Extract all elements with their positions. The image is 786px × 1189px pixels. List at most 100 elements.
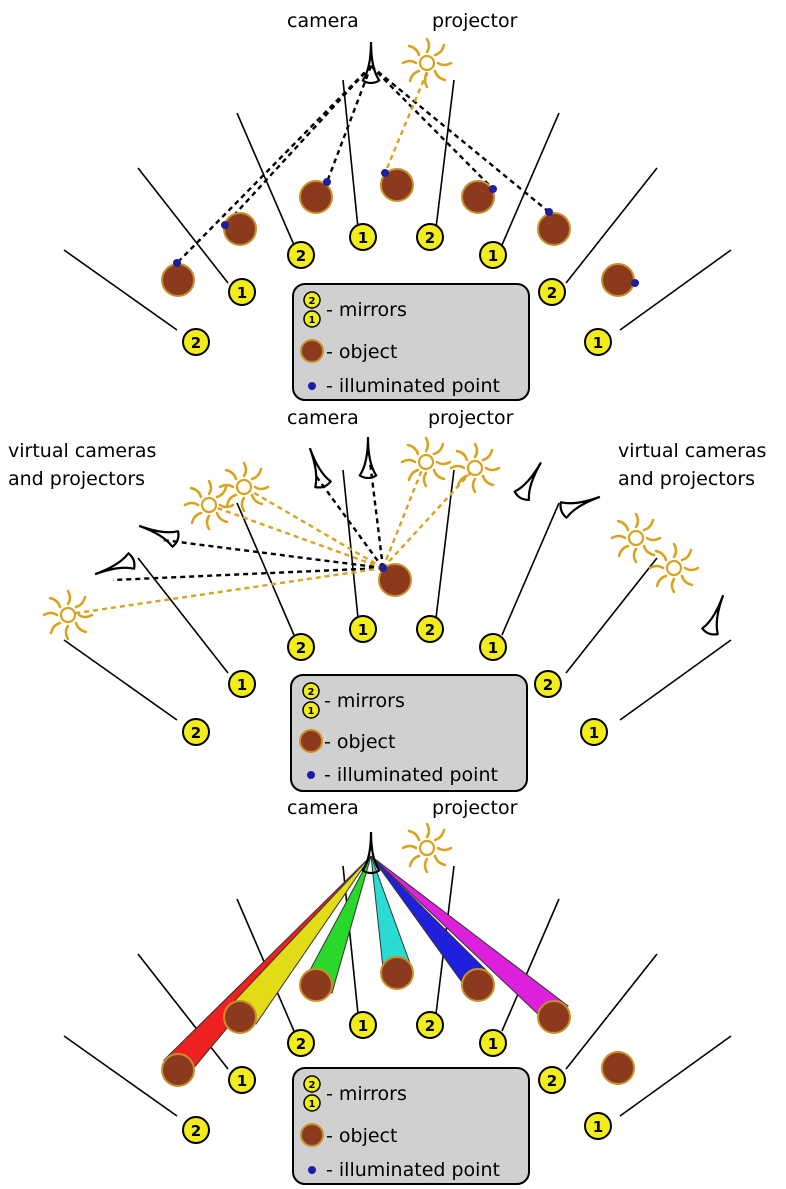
panel-middle: camera projector virtual cameras and pro… <box>8 407 766 792</box>
svg-text:1: 1 <box>358 229 368 247</box>
svg-text:1: 1 <box>358 1017 368 1035</box>
svg-text:2: 2 <box>425 1017 435 1035</box>
mirror-lines <box>63 79 732 331</box>
virtual-right-label-1: virtual cameras <box>618 440 766 462</box>
legend-object-icon <box>299 729 323 753</box>
mirror-number-badge: 1 <box>479 633 507 661</box>
mirror-number-badge: 2 <box>287 633 315 661</box>
svg-text:2: 2 <box>425 229 435 247</box>
mirror-lines <box>63 865 732 1117</box>
ray-cone <box>225 855 372 1025</box>
legend-object: - object <box>326 341 397 363</box>
svg-text:2: 2 <box>547 1072 557 1090</box>
mirror-number-badge: 2 <box>182 1116 210 1144</box>
mirror-badges: 2 1 2 1 2 1 2 1 <box>182 1011 612 1144</box>
legend-object: - object <box>326 1125 397 1147</box>
panel-bottom: camera projector <box>63 797 732 1185</box>
projector-icon <box>400 436 452 488</box>
mirror-number-badge: 1 <box>584 1112 612 1140</box>
mirror-number-badge: 1 <box>479 241 507 269</box>
mirror-number-badge: 1 <box>349 1011 377 1039</box>
mirror-number-badge: 2 <box>416 1011 444 1039</box>
object <box>378 563 412 597</box>
svg-text:2: 2 <box>191 1122 201 1140</box>
svg-text:2: 2 <box>296 639 306 657</box>
legend-mirrors: - mirrors <box>326 1083 407 1105</box>
illuminated-points <box>173 169 639 287</box>
mirror-number-badge: 2 <box>538 278 566 306</box>
legend-point: - illuminated point <box>326 1159 500 1181</box>
projector-icon <box>648 542 700 594</box>
legend-point-icon <box>307 771 315 779</box>
legend-mirrors: - mirrors <box>326 299 407 321</box>
ray-cones <box>163 855 570 1071</box>
virtual-left-label-2: and projectors <box>8 468 145 490</box>
svg-text:2: 2 <box>309 1080 316 1091</box>
legend-box: 2 1 - mirrors - object - illuminated poi… <box>292 1067 530 1185</box>
svg-text:1: 1 <box>237 284 247 302</box>
mirror-number-badge: 2 <box>416 615 444 643</box>
svg-text:2: 2 <box>543 676 553 694</box>
camera-label: camera <box>287 797 359 819</box>
camera-icon <box>300 443 334 491</box>
camera-icon <box>360 830 382 875</box>
dashed-rays <box>176 65 550 264</box>
projector-icon <box>401 37 453 89</box>
svg-text:1: 1 <box>488 1035 498 1053</box>
svg-text:2: 2 <box>547 284 557 302</box>
mirror-badges: 2 1 2 1 2 1 2 1 <box>182 615 608 746</box>
panel-top: camera projector <box>63 10 732 401</box>
projector-icon <box>610 512 662 564</box>
projector-icon <box>401 822 453 874</box>
mirror-number-badge: 1 <box>303 310 321 328</box>
svg-text:2: 2 <box>296 1035 306 1053</box>
legend-object: - object <box>324 731 395 753</box>
objects <box>161 956 635 1087</box>
virtual-left-label-1: virtual cameras <box>8 440 156 462</box>
svg-text:2: 2 <box>191 724 201 742</box>
legend-mirrors: - mirrors <box>324 690 405 712</box>
mirror-number-badge: 2 <box>534 670 562 698</box>
legend-point: - illuminated point <box>324 764 498 786</box>
mirror-number-badge: 2 <box>287 241 315 269</box>
legend-point-icon <box>308 382 316 390</box>
svg-text:1: 1 <box>237 676 247 694</box>
svg-text:1: 1 <box>593 334 603 352</box>
camera-icon <box>360 40 382 85</box>
mirror-number-badge: 1 <box>302 701 320 719</box>
mirror-number-badge: 2 <box>302 682 320 700</box>
projector-label: projector <box>428 407 514 429</box>
mirror-number-badge: 1 <box>303 1094 321 1112</box>
mirror-number-badge: 2 <box>303 1075 321 1093</box>
svg-text:1: 1 <box>309 315 316 326</box>
legend-object-icon <box>300 339 324 363</box>
mirror-badges: 2 1 2 1 2 1 2 1 <box>182 223 612 356</box>
camera-icon <box>511 456 550 504</box>
camera-icon <box>90 550 138 584</box>
mirror-number-badge: 1 <box>228 278 256 306</box>
camera-icon <box>134 516 182 550</box>
illuminated-point <box>379 564 387 572</box>
projector-icon <box>449 442 501 494</box>
dashed-rays <box>69 461 475 616</box>
projector-icon <box>42 589 94 641</box>
legend-box: 2 1 - mirrors - object - illuminated poi… <box>292 283 530 401</box>
mirror-number-badge: 2 <box>182 718 210 746</box>
svg-text:1: 1 <box>237 1072 247 1090</box>
svg-text:1: 1 <box>488 247 498 265</box>
projector-label: projector <box>432 797 518 819</box>
camera-icon <box>557 487 605 521</box>
legend-box: 2 1 - mirrors - object - illuminated poi… <box>290 674 528 792</box>
svg-text:2: 2 <box>296 247 306 265</box>
projector-label: projector <box>432 10 518 32</box>
mirror-number-badge: 2 <box>182 328 210 356</box>
svg-text:1: 1 <box>308 706 315 717</box>
svg-text:2: 2 <box>308 687 315 698</box>
mirror-number-badge: 1 <box>349 615 377 643</box>
camera-icon <box>699 590 733 638</box>
camera-label: camera <box>287 407 359 429</box>
svg-text:1: 1 <box>593 1118 603 1136</box>
mirror-number-badge: 1 <box>228 1066 256 1094</box>
svg-text:2: 2 <box>425 621 435 639</box>
